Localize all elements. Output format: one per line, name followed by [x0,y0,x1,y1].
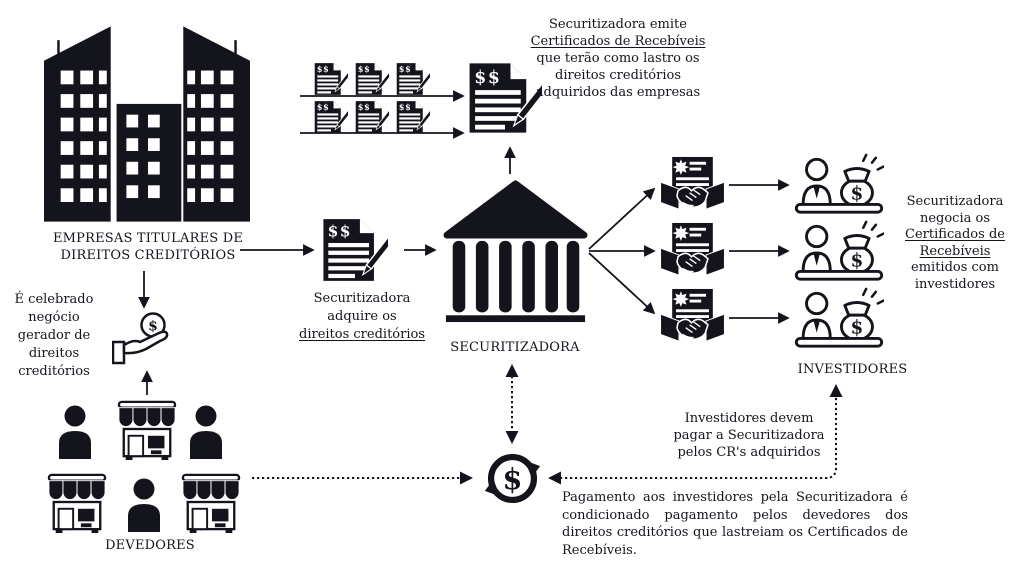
note-adquire-line3: direitos creditórios [299,327,425,342]
arrow-bank-to-handshake-1 [588,187,656,250]
investor-icon [794,287,884,351]
person-icon [57,405,93,459]
person-icon [188,405,224,459]
investor-icon [794,153,884,217]
note-celebrado-line1: É celebrado [14,292,94,307]
investor-icon [794,220,884,284]
note-adquire-line1: Securitizadora [313,291,411,306]
contract-icon [314,99,348,135]
contract-icon [355,99,389,135]
label-empresas-line1: EMPRESAS TITULARES DE [52,231,244,246]
note-negocia-line2: negocia os [919,210,991,226]
label-devedores: DEVEDORES [100,538,200,555]
dotted-investidores-cycle [548,384,843,485]
note-negocia-line5: emitidos com [911,260,999,275]
note-celebrado-line2: negócio [28,310,80,325]
note-negocia: Securitizadora negocia os Certificados d… [896,194,1014,293]
contract-icon [396,61,430,97]
contract-icon [396,99,430,135]
note-celebrado-line5: creditórios [18,364,90,379]
note-emite-line1: Securitizadora emite [549,17,687,32]
note-emite-line4: direitos creditórios [555,68,681,83]
bank-icon [443,180,588,323]
note-emite-line2: Certificados de Recebíveis [530,34,706,49]
note-investidores-pagar-line3: pelos CR's adquiridos [677,445,821,460]
contract-icon [314,61,348,97]
store-icon [46,469,108,535]
note-celebrado-line4: direitos [28,346,80,361]
label-empresas: EMPRESAS TITULARES DE DIREITOS CREDITÓRI… [40,231,256,264]
store-icon [180,469,242,535]
label-devedores-text: DEVEDORES [105,538,195,553]
note-emite-line3: que terão como lastro os [536,51,700,66]
note-celebrado: É celebrado negócio gerador de direitos … [10,291,98,381]
handshake-icon [659,222,726,282]
note-pagamento-text: Pagamento aos investidores pela Securiti… [562,490,908,558]
store-icon [116,396,178,462]
arrow-bank-to-handshake-3 [588,252,656,315]
note-negocia-line3: Certificados de [905,227,1005,242]
note-negocia-line6: investidores [914,276,996,292]
note-adquire: Securitizadora adquire os direitos credi… [298,290,426,344]
note-investidores-pagar-line2: pagar a Securitizadora [673,428,825,443]
handshake-icon [659,156,726,216]
label-securitizadora: SECURITIZADORA [440,340,590,357]
dollar-cycle-icon [482,448,543,509]
label-investidores: INVESTIDORES [790,362,915,379]
note-celebrado-line3: gerador de [17,328,91,343]
note-emite-line5: adquiridos das empresas [535,85,701,100]
note-investidores-pagar-line1: Investidores devem [684,411,814,426]
note-adquire-line2: adquire os [327,309,397,324]
person-icon [126,478,162,532]
acquire-contract-icon [322,212,388,288]
handshake-icon [659,288,726,348]
hand-coin-icon [112,312,178,370]
label-empresas-line2: DIREITOS CREDITÓRIOS [60,247,236,263]
note-negocia-line4: Recebíveis [919,243,991,259]
note-investidores-pagar: Investidores devem pagar a Securitizador… [668,410,830,461]
note-pagamento: Pagamento aos investidores pela Securiti… [562,489,908,559]
contract-icon [355,61,389,97]
office-buildings-icon [44,26,250,223]
note-negocia-line1: Securitizadora [906,194,1004,209]
note-emite: Securitizadora emite Certificados de Rec… [518,16,718,101]
label-securitizadora-text: SECURITIZADORA [450,340,580,355]
label-investidores-text: INVESTIDORES [797,362,908,377]
